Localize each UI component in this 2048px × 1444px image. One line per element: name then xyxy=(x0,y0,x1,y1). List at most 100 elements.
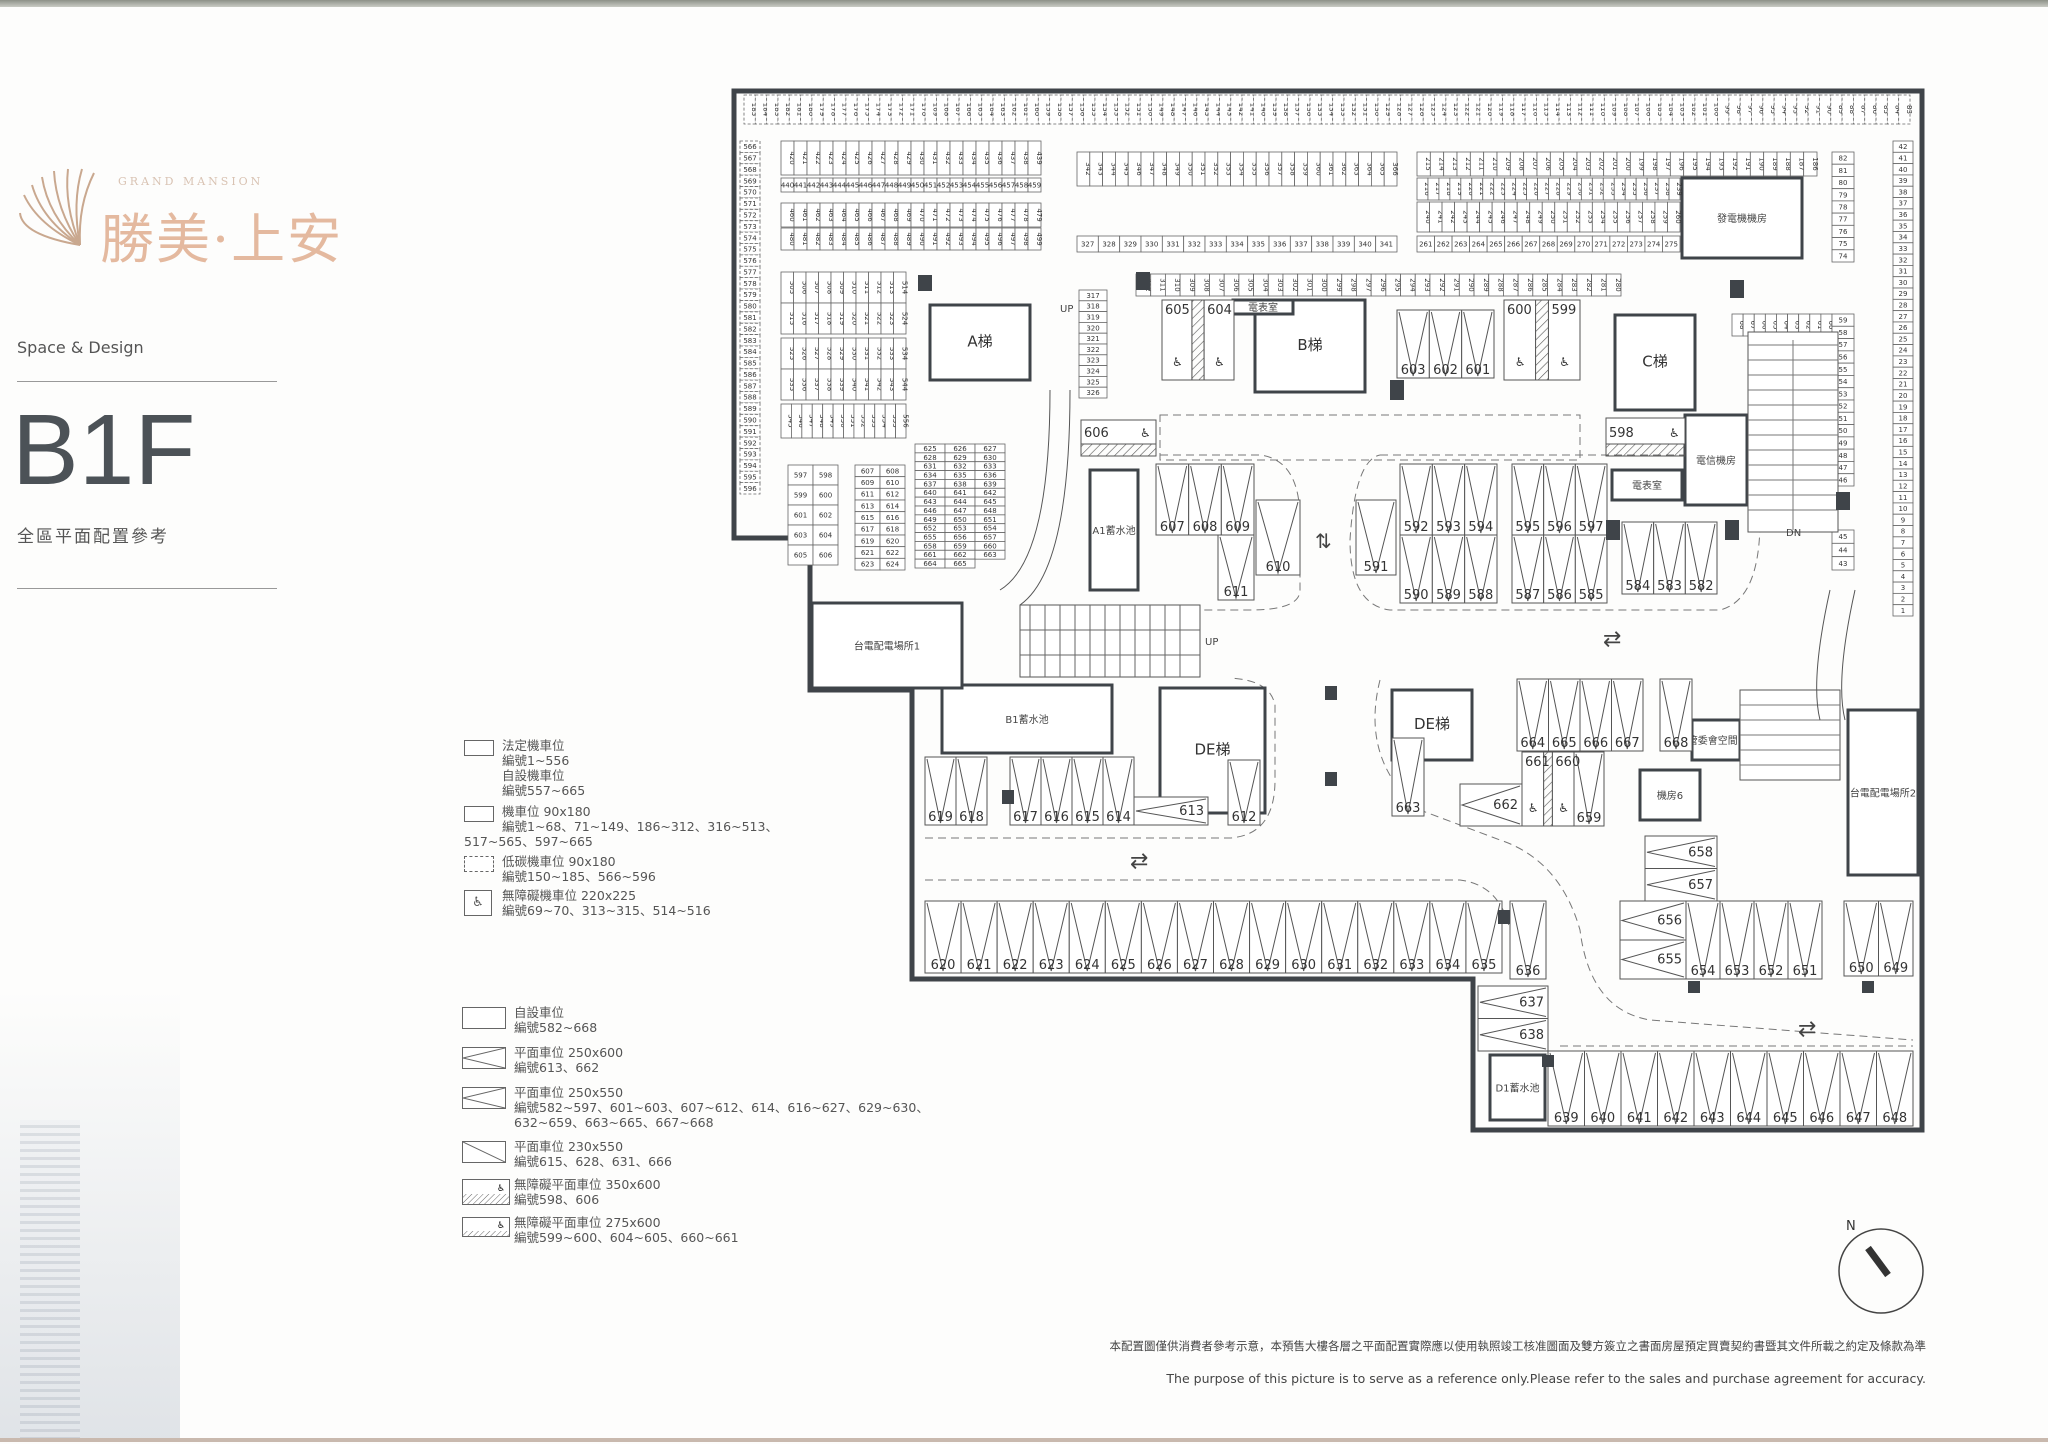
car-space[interactable]: 653 xyxy=(1719,900,1755,980)
motorcycle-space[interactable]: 32 xyxy=(1892,253,1914,266)
motorcycle-space[interactable]: 522 xyxy=(868,302,884,335)
car-space[interactable]: 659 xyxy=(1573,751,1605,827)
motorcycle-space[interactable]: 189 xyxy=(1763,151,1779,177)
car-space[interactable]: 623 xyxy=(1032,900,1070,974)
motorcycle-space[interactable]: 305 xyxy=(1238,273,1255,297)
motorcycle-space[interactable]: 285 xyxy=(1532,273,1549,297)
motorcycle-space[interactable]: 614 xyxy=(879,499,906,513)
motorcycle-space[interactable]: 194 xyxy=(1696,151,1712,177)
motorcycle-space[interactable]: 339 xyxy=(1332,235,1355,253)
motorcycle-space[interactable]: 265 xyxy=(1486,235,1506,253)
motorcycle-space[interactable]: 5 xyxy=(1892,559,1914,572)
car-space[interactable]: 585 xyxy=(1574,534,1608,604)
motorcycle-space[interactable]: 320 xyxy=(1078,321,1108,334)
motorcycle-space[interactable]: 441 xyxy=(793,177,808,193)
motorcycle-space[interactable]: 36 xyxy=(1892,208,1914,221)
motorcycle-space[interactable]: 16 xyxy=(1892,434,1914,447)
motorcycle-space[interactable]: 578 xyxy=(739,277,761,290)
motorcycle-space[interactable]: 283 xyxy=(1561,273,1578,297)
motorcycle-space[interactable]: 287 xyxy=(1503,273,1519,297)
motorcycle-space[interactable]: 491 xyxy=(923,227,939,251)
motorcycle-space[interactable]: 573 xyxy=(739,220,761,233)
motorcycle-space[interactable]: 659 xyxy=(944,541,976,551)
car-space[interactable]: 635 xyxy=(1465,900,1503,974)
car-space[interactable]: 663 xyxy=(1391,737,1425,817)
car-space[interactable]: 584 xyxy=(1621,521,1655,595)
car-space[interactable]: 603 xyxy=(1396,309,1430,379)
motorcycle-space[interactable]: 358 xyxy=(1281,151,1297,187)
motorcycle-space[interactable]: 74 xyxy=(1831,249,1855,263)
motorcycle-space[interactable]: 205 xyxy=(1549,151,1566,177)
motorcycle-space[interactable]: 544 xyxy=(893,368,909,401)
motorcycle-space[interactable]: 628 xyxy=(914,452,946,463)
motorcycle-space[interactable]: 464 xyxy=(832,202,848,228)
car-space[interactable]: 619 xyxy=(924,756,957,826)
motorcycle-space[interactable]: 333 xyxy=(1204,235,1227,253)
motorcycle-space[interactable]: 264 xyxy=(1469,235,1488,253)
motorcycle-space[interactable]: 329 xyxy=(1119,235,1142,253)
car-space[interactable]: 636 xyxy=(1509,900,1547,980)
motorcycle-space[interactable]: 420 xyxy=(780,140,796,176)
motorcycle-space[interactable]: 644 xyxy=(944,496,976,507)
motorcycle-space[interactable]: 656 xyxy=(944,532,976,542)
car-space[interactable]: 592 xyxy=(1399,463,1433,536)
motorcycle-space[interactable]: 451 xyxy=(923,177,938,193)
motorcycle-space[interactable]: 655 xyxy=(914,532,946,542)
car-space[interactable]: 588 xyxy=(1464,534,1498,604)
motorcycle-space[interactable]: 654 xyxy=(974,523,1006,533)
motorcycle-space[interactable]: 290 xyxy=(1458,273,1475,297)
motorcycle-space[interactable]: 242 xyxy=(1441,201,1457,233)
motorcycle-space[interactable]: 643 xyxy=(914,496,946,507)
motorcycle-space[interactable]: 639 xyxy=(974,479,1006,489)
motorcycle-space[interactable]: 247 xyxy=(1504,201,1520,233)
motorcycle-space[interactable]: 28 xyxy=(1892,298,1914,312)
motorcycle-space[interactable]: 662 xyxy=(944,549,976,560)
car-space[interactable]: 611 xyxy=(1217,534,1255,601)
accessible-car-space[interactable]: 604♿ xyxy=(1203,299,1235,381)
accessible-car-space[interactable]: 598♿ xyxy=(1605,417,1686,457)
motorcycle-space[interactable]: 261 xyxy=(1416,235,1435,253)
motorcycle-space[interactable]: 59 xyxy=(1831,313,1855,327)
motorcycle-space[interactable]: 582 xyxy=(739,322,761,335)
motorcycle-space[interactable]: 321 xyxy=(1078,332,1108,345)
motorcycle-space[interactable]: 27 xyxy=(1892,310,1914,323)
car-space[interactable]: 621 xyxy=(960,900,998,974)
motorcycle-space[interactable]: 572 xyxy=(739,208,761,222)
motorcycle-space[interactable]: 31 xyxy=(1892,265,1914,278)
car-space[interactable]: 652 xyxy=(1753,900,1789,980)
motorcycle-space[interactable]: 477 xyxy=(1001,202,1017,228)
car-space[interactable]: 616 xyxy=(1040,756,1073,826)
motorcycle-space[interactable]: 591 xyxy=(739,425,761,438)
motorcycle-space[interactable]: 459 xyxy=(1027,177,1042,193)
motorcycle-space[interactable]: 8 xyxy=(1892,525,1914,538)
motorcycle-space[interactable]: 632 xyxy=(944,461,976,471)
motorcycle-space[interactable]: 660 xyxy=(974,541,1006,551)
motorcycle-space[interactable]: 195 xyxy=(1683,151,1699,177)
car-space[interactable]: 655 xyxy=(1619,939,1687,980)
motorcycle-space[interactable]: 323 xyxy=(1078,354,1108,366)
motorcycle-space[interactable]: 613 xyxy=(854,499,881,513)
car-space[interactable]: 596 xyxy=(1543,463,1576,536)
motorcycle-space[interactable]: 303 xyxy=(1267,273,1284,297)
motorcycle-space[interactable]: 635 xyxy=(944,470,976,480)
motorcycle-space[interactable]: 568 xyxy=(739,163,761,176)
motorcycle-space[interactable]: 207 xyxy=(1523,151,1539,177)
motorcycle-space[interactable]: 212 xyxy=(1456,151,1472,177)
motorcycle-space[interactable]: 317 xyxy=(1078,289,1108,302)
motorcycle-space[interactable]: 187 xyxy=(1789,151,1806,177)
motorcycle-space[interactable]: 29 xyxy=(1892,287,1914,300)
motorcycle-space[interactable]: 300 xyxy=(1311,273,1328,297)
motorcycle-space[interactable]: 366 xyxy=(1383,151,1399,187)
motorcycle-space[interactable]: 440 xyxy=(780,177,795,193)
motorcycle-space[interactable]: 275 xyxy=(1662,235,1681,253)
car-space[interactable]: 614 xyxy=(1102,756,1135,826)
car-space[interactable]: 654 xyxy=(1685,900,1721,980)
motorcycle-space[interactable]: 446 xyxy=(858,177,873,193)
motorcycle-space[interactable]: 306 xyxy=(1223,273,1240,297)
motorcycle-space[interactable]: 13 xyxy=(1892,468,1914,481)
motorcycle-space[interactable]: 328 xyxy=(1097,235,1121,253)
motorcycle-space[interactable]: 445 xyxy=(845,177,860,193)
motorcycle-space[interactable]: 584 xyxy=(739,345,761,358)
motorcycle-space[interactable]: 83 xyxy=(1898,94,1913,125)
motorcycle-space[interactable]: 603 xyxy=(787,524,814,546)
